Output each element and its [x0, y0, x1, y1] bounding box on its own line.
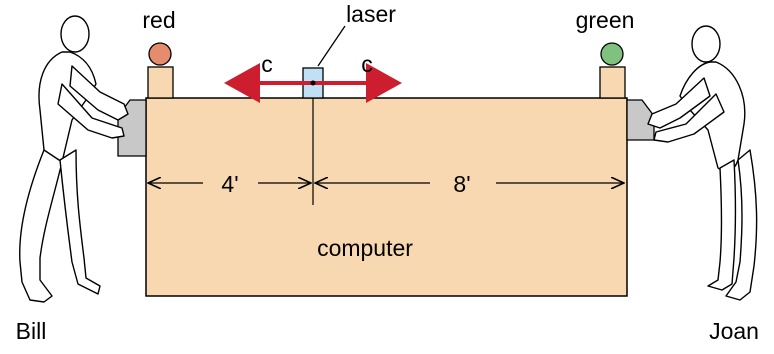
distance-label-right: 8' — [453, 171, 470, 197]
joan-label: Joan — [709, 318, 759, 344]
green-lamp-label: green — [576, 7, 635, 33]
computer-label: computer — [317, 235, 413, 261]
red-lamp — [149, 43, 171, 65]
distance-label-left: 4' — [221, 171, 238, 197]
green-lamp-base — [600, 67, 625, 98]
laser-label: laser — [346, 1, 396, 27]
speed-label-right: c — [361, 51, 373, 77]
joan-figure — [648, 26, 757, 300]
bill-figure — [20, 16, 128, 302]
red-lamp-base — [148, 67, 173, 98]
green-lamp — [601, 43, 623, 65]
laser-leader-line — [318, 26, 345, 66]
speed-label-left: c — [261, 51, 273, 77]
laser-source-dot — [311, 81, 316, 86]
bill-label: Bill — [16, 318, 47, 344]
computer-box — [146, 98, 627, 296]
red-lamp-label: red — [142, 7, 175, 33]
